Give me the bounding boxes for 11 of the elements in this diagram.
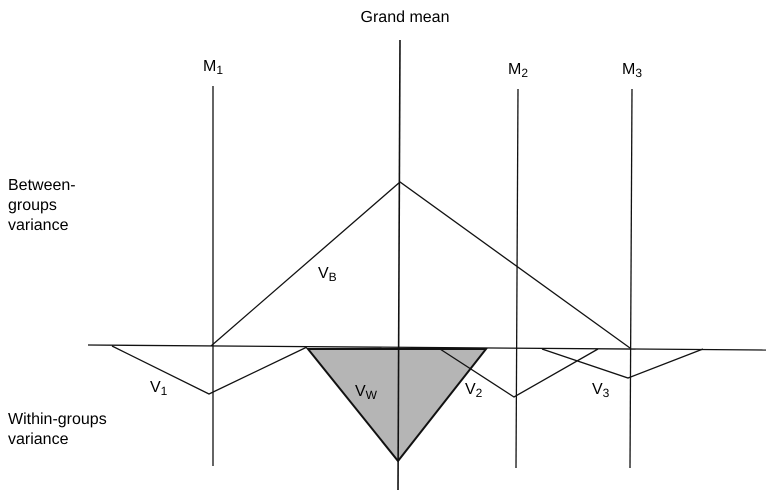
axis-label: M$_{2}$ (508, 60, 528, 80)
row-label: Within-groups variance (8, 410, 108, 450)
axis-label: M$_{1}$ (203, 57, 223, 77)
area-label: V$_{B}$ (318, 264, 337, 284)
area-label: V$_{1}$ (150, 378, 168, 398)
area-label: V$_{2}$ (465, 380, 482, 400)
area-label: V$_{3}$ (592, 380, 610, 400)
area-label: V$_{W}$ (355, 382, 377, 402)
axis-label: M$_{3}$ (622, 60, 642, 80)
row-label: Between-groups variance (8, 176, 77, 236)
axis-label: Grand mean (360, 8, 450, 28)
